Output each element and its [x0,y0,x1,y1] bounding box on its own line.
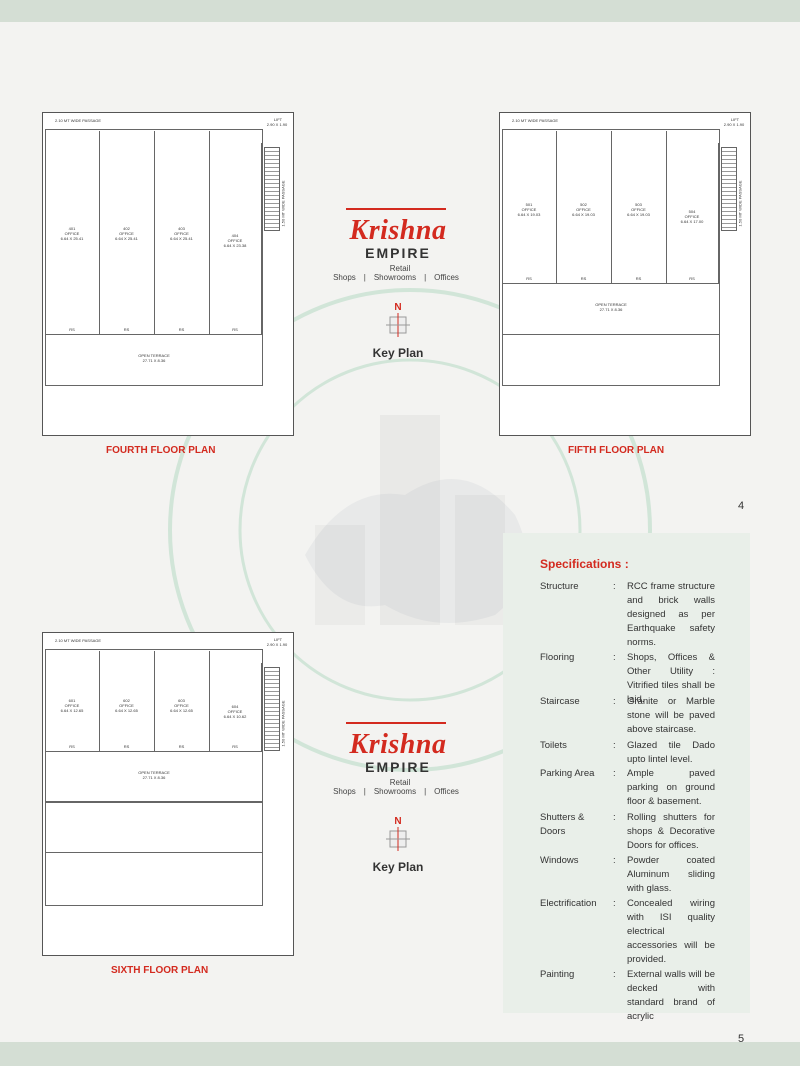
floor-outline [502,129,720,386]
lift-size: 2.90 X 1.90 [723,122,745,127]
bottom-band [0,1042,800,1066]
logo-arrow [346,722,446,730]
key-plan: N Key Plan [358,302,438,360]
side-passage-label: 1.50 MT WIDE PASSAGE [280,700,286,747]
sixth-floor-title: SIXTH FLOOR PLAN [111,965,209,976]
lift-size: 2.90 X 1.90 [266,122,288,127]
passage-label: 2.10 MT WIDE PASSAGE [512,118,559,123]
fourth-floor-title: FOURTH FLOOR PLAN [106,445,216,456]
lift-size: 2.90 X 1.90 [266,642,288,647]
passage-label: 2.10 MT WIDE PASSAGE [55,638,102,643]
krishna-empire-logo: Krishna EMPIRE Retail Shops|Showrooms|Of… [328,208,468,282]
key-plan-label: Key Plan [372,346,424,360]
lift-label: LIFT [273,637,283,642]
logo-sub: EMPIRE [365,759,431,775]
staircase [264,667,280,751]
side-passage-label: 1.50 MT WIDE PASSAGE [280,180,286,227]
page-number-4: 4 [738,500,745,512]
key-plan-2: N Key Plan [358,816,438,874]
krishna-empire-logo-2: Krishna EMPIRE Retail Shops|Showrooms|Of… [328,722,468,796]
logo-name: Krishna [349,729,447,760]
fourth-floor-plan: 2.10 MT WIDE PASSAGE LIFT 2.90 X 1.90 1.… [42,112,294,436]
logo-arrow [346,208,446,216]
lift-label: LIFT [730,117,740,122]
fifth-floor-title: FIFTH FLOOR PLAN [568,445,665,456]
sixth-floor-plan: 2.10 MT WIDE PASSAGE LIFT 2.90 X 1.90 1.… [42,632,294,956]
compass-icon [386,313,410,337]
lift-label: LIFT [273,117,283,122]
logo-tagline: Retail Shops|Showrooms|Offices [333,264,459,282]
top-band [0,0,800,22]
fifth-floor-plan: 2.10 MT WIDE PASSAGE LIFT 2.90 X 1.90 1.… [499,112,751,436]
page-number-5: 5 [738,1033,745,1045]
staircase [721,147,737,231]
passage-label: 2.10 MT WIDE PASSAGE [55,118,102,123]
key-plan-label: Key Plan [372,860,424,874]
side-passage-label: 1.50 MT WIDE PASSAGE [737,180,743,227]
logo-sub: EMPIRE [365,245,431,261]
north-label: N [394,302,402,313]
logo-tagline: Retail Shops|Showrooms|Offices [333,778,459,796]
north-label: N [394,816,402,827]
compass-icon [386,827,410,851]
logo-name: Krishna [349,215,447,246]
specifications-panel [503,533,750,1013]
specifications-title: Specifications : [540,557,629,571]
staircase [264,147,280,231]
lower-block [45,801,263,853]
